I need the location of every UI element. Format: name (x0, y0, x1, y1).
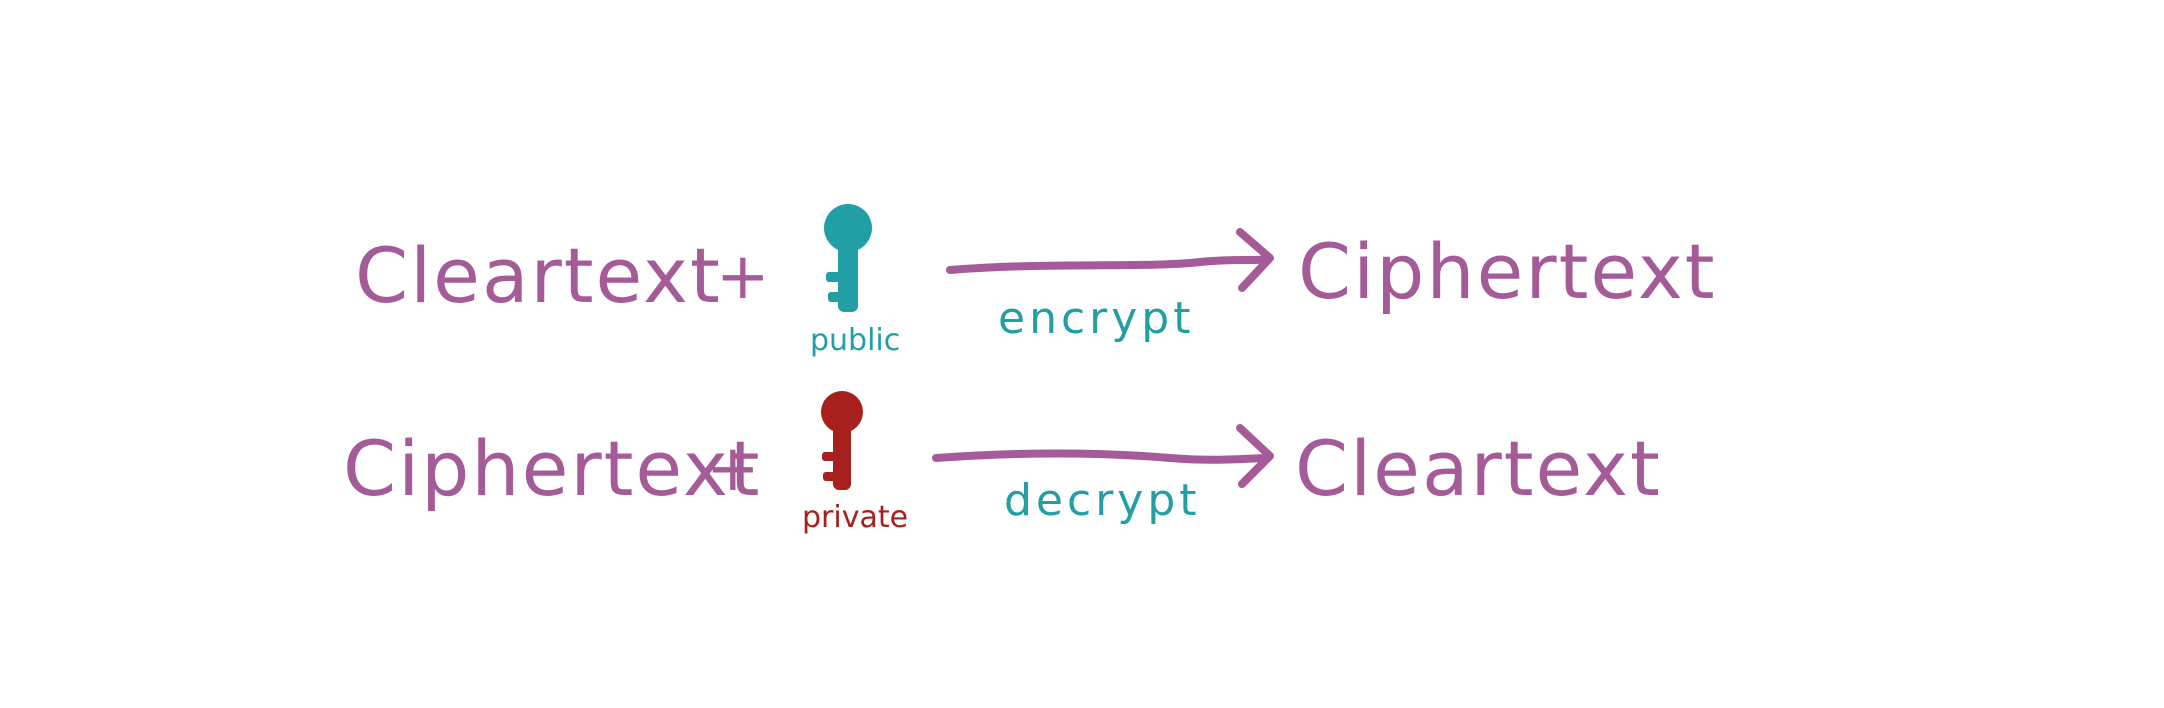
row2-output-text: Cleartext (1295, 424, 1662, 513)
row2-input-text: Ciphertext (343, 424, 762, 513)
row1-plus-sign: + (716, 240, 770, 314)
private-key-label: private (802, 500, 908, 535)
row1-output-text: Ciphertext (1298, 227, 1717, 316)
decrypt-label: decrypt (1004, 475, 1201, 526)
private-key-icon (821, 391, 863, 490)
encrypt-row: Cleartext + public encrypt Ciphertext (355, 204, 1717, 358)
public-key-label: public (810, 323, 900, 358)
decrypt-arrow-icon (932, 424, 1274, 488)
encrypt-arrow-icon (946, 228, 1274, 292)
decrypt-row: Ciphertext + private decrypt Cleartext (343, 391, 1662, 535)
row2-plus-sign: + (706, 432, 760, 506)
public-key-icon (824, 204, 872, 312)
row1-input-text: Cleartext (355, 231, 722, 320)
encrypt-label: encrypt (998, 293, 1194, 344)
